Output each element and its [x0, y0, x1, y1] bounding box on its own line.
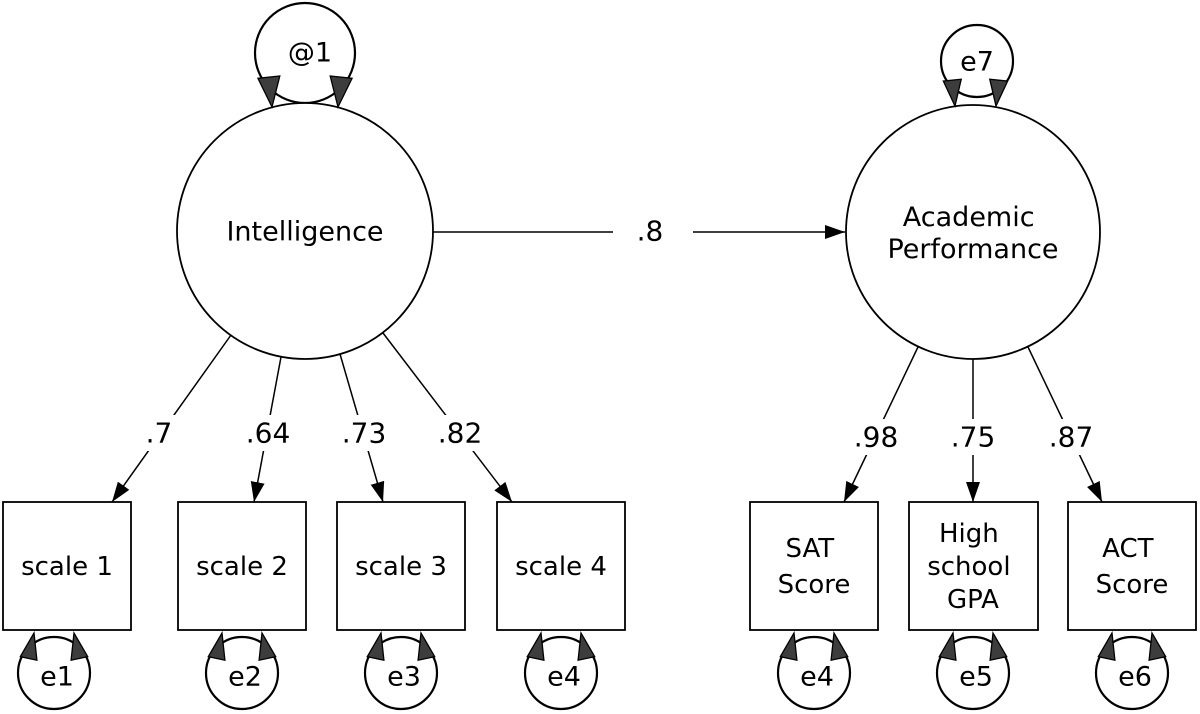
error-label-e4-left: e4 — [547, 662, 581, 693]
loop-arrowhead — [779, 630, 798, 662]
loading-value-sat: .98 — [854, 421, 899, 454]
error-label-e2: e2 — [228, 662, 262, 693]
structural-coefficient: .8 — [637, 215, 664, 248]
indicator-box-scale-3 — [336, 501, 466, 631]
loop-arrowhead — [417, 630, 436, 662]
label-background — [1041, 419, 1101, 455]
error-loop-e4-left — [523, 635, 599, 711]
label-background — [845, 419, 907, 455]
label-background — [238, 415, 298, 451]
loop-arrowhead — [1097, 630, 1116, 662]
loop-arrowhead — [830, 630, 849, 662]
error-label-e4-right: e4 — [800, 662, 834, 693]
label-background — [430, 415, 490, 451]
box-label-act-score: ACT Score — [1096, 534, 1169, 600]
latent-intelligence-label: Intelligence — [226, 217, 383, 248]
error-loop-e7 — [939, 23, 1015, 99]
box-label-high-school-gpa: High school GPA — [927, 519, 1019, 615]
indicator-box-high-school-gpa — [908, 501, 1039, 631]
error-loop-e4-right — [776, 635, 852, 711]
indicator-box-act-score — [1067, 501, 1197, 631]
error-label-e6: e6 — [1118, 662, 1152, 693]
error-loop-e1 — [16, 635, 92, 711]
loading-value-scale-4: .82 — [438, 417, 483, 450]
error-label-e5: e5 — [959, 662, 993, 693]
box-label-scale-4: scale 4 — [515, 552, 607, 582]
loop-arrowhead — [1148, 630, 1167, 662]
box-label-sat-score: SAT Score — [778, 534, 851, 600]
error-loop-e2 — [204, 635, 280, 711]
label-background — [133, 415, 185, 451]
label-background — [613, 212, 693, 250]
loop-arrowhead — [70, 630, 89, 662]
error-label-e7: e7 — [960, 47, 994, 78]
latent-academic-performance-label: Academic Performance — [887, 202, 1058, 265]
loop-arrowhead — [366, 630, 385, 662]
indicator-box-scale-2 — [177, 501, 307, 631]
loop-arrowhead — [526, 630, 545, 662]
error-loop-e5 — [935, 635, 1011, 711]
box-label-scale-3: scale 3 — [355, 552, 447, 582]
loop-arrowhead — [938, 630, 957, 662]
loop-arrowhead — [207, 630, 226, 662]
loop-arrowhead — [989, 630, 1008, 662]
loop-arrowhead — [256, 75, 281, 109]
variance-label-at1: @1 — [288, 38, 332, 69]
loading-value-act: .87 — [1049, 421, 1094, 454]
indicator-box-scale-4 — [496, 501, 626, 631]
box-label-scale-1: scale 1 — [21, 552, 113, 582]
indicator-box-sat-score — [749, 501, 879, 631]
error-loop-e3 — [363, 635, 439, 711]
loop-arrowheads-group — [19, 75, 1167, 662]
loop-arrowhead — [577, 630, 596, 662]
loop-arrowhead — [329, 75, 354, 109]
latent-intelligence-circle — [176, 102, 434, 360]
box-label-scale-2: scale 2 — [196, 552, 288, 582]
label-background — [334, 415, 394, 451]
loop-arrowhead — [258, 630, 277, 662]
error-label-e3: e3 — [387, 662, 421, 693]
loading-value-scale-1: .7 — [146, 417, 173, 450]
error-loop-e6 — [1094, 635, 1170, 711]
label-background — [943, 419, 1003, 455]
loop-arrowhead — [19, 630, 38, 662]
loading-value-gpa: .75 — [951, 421, 996, 454]
error-label-e1: e1 — [40, 662, 74, 693]
indicator-box-scale-1 — [2, 501, 132, 631]
loop-arrowhead — [988, 78, 1009, 108]
loading-value-scale-2: .64 — [246, 417, 291, 450]
loop-arrowhead — [942, 78, 963, 108]
loading-value-scale-3: .73 — [342, 417, 387, 450]
